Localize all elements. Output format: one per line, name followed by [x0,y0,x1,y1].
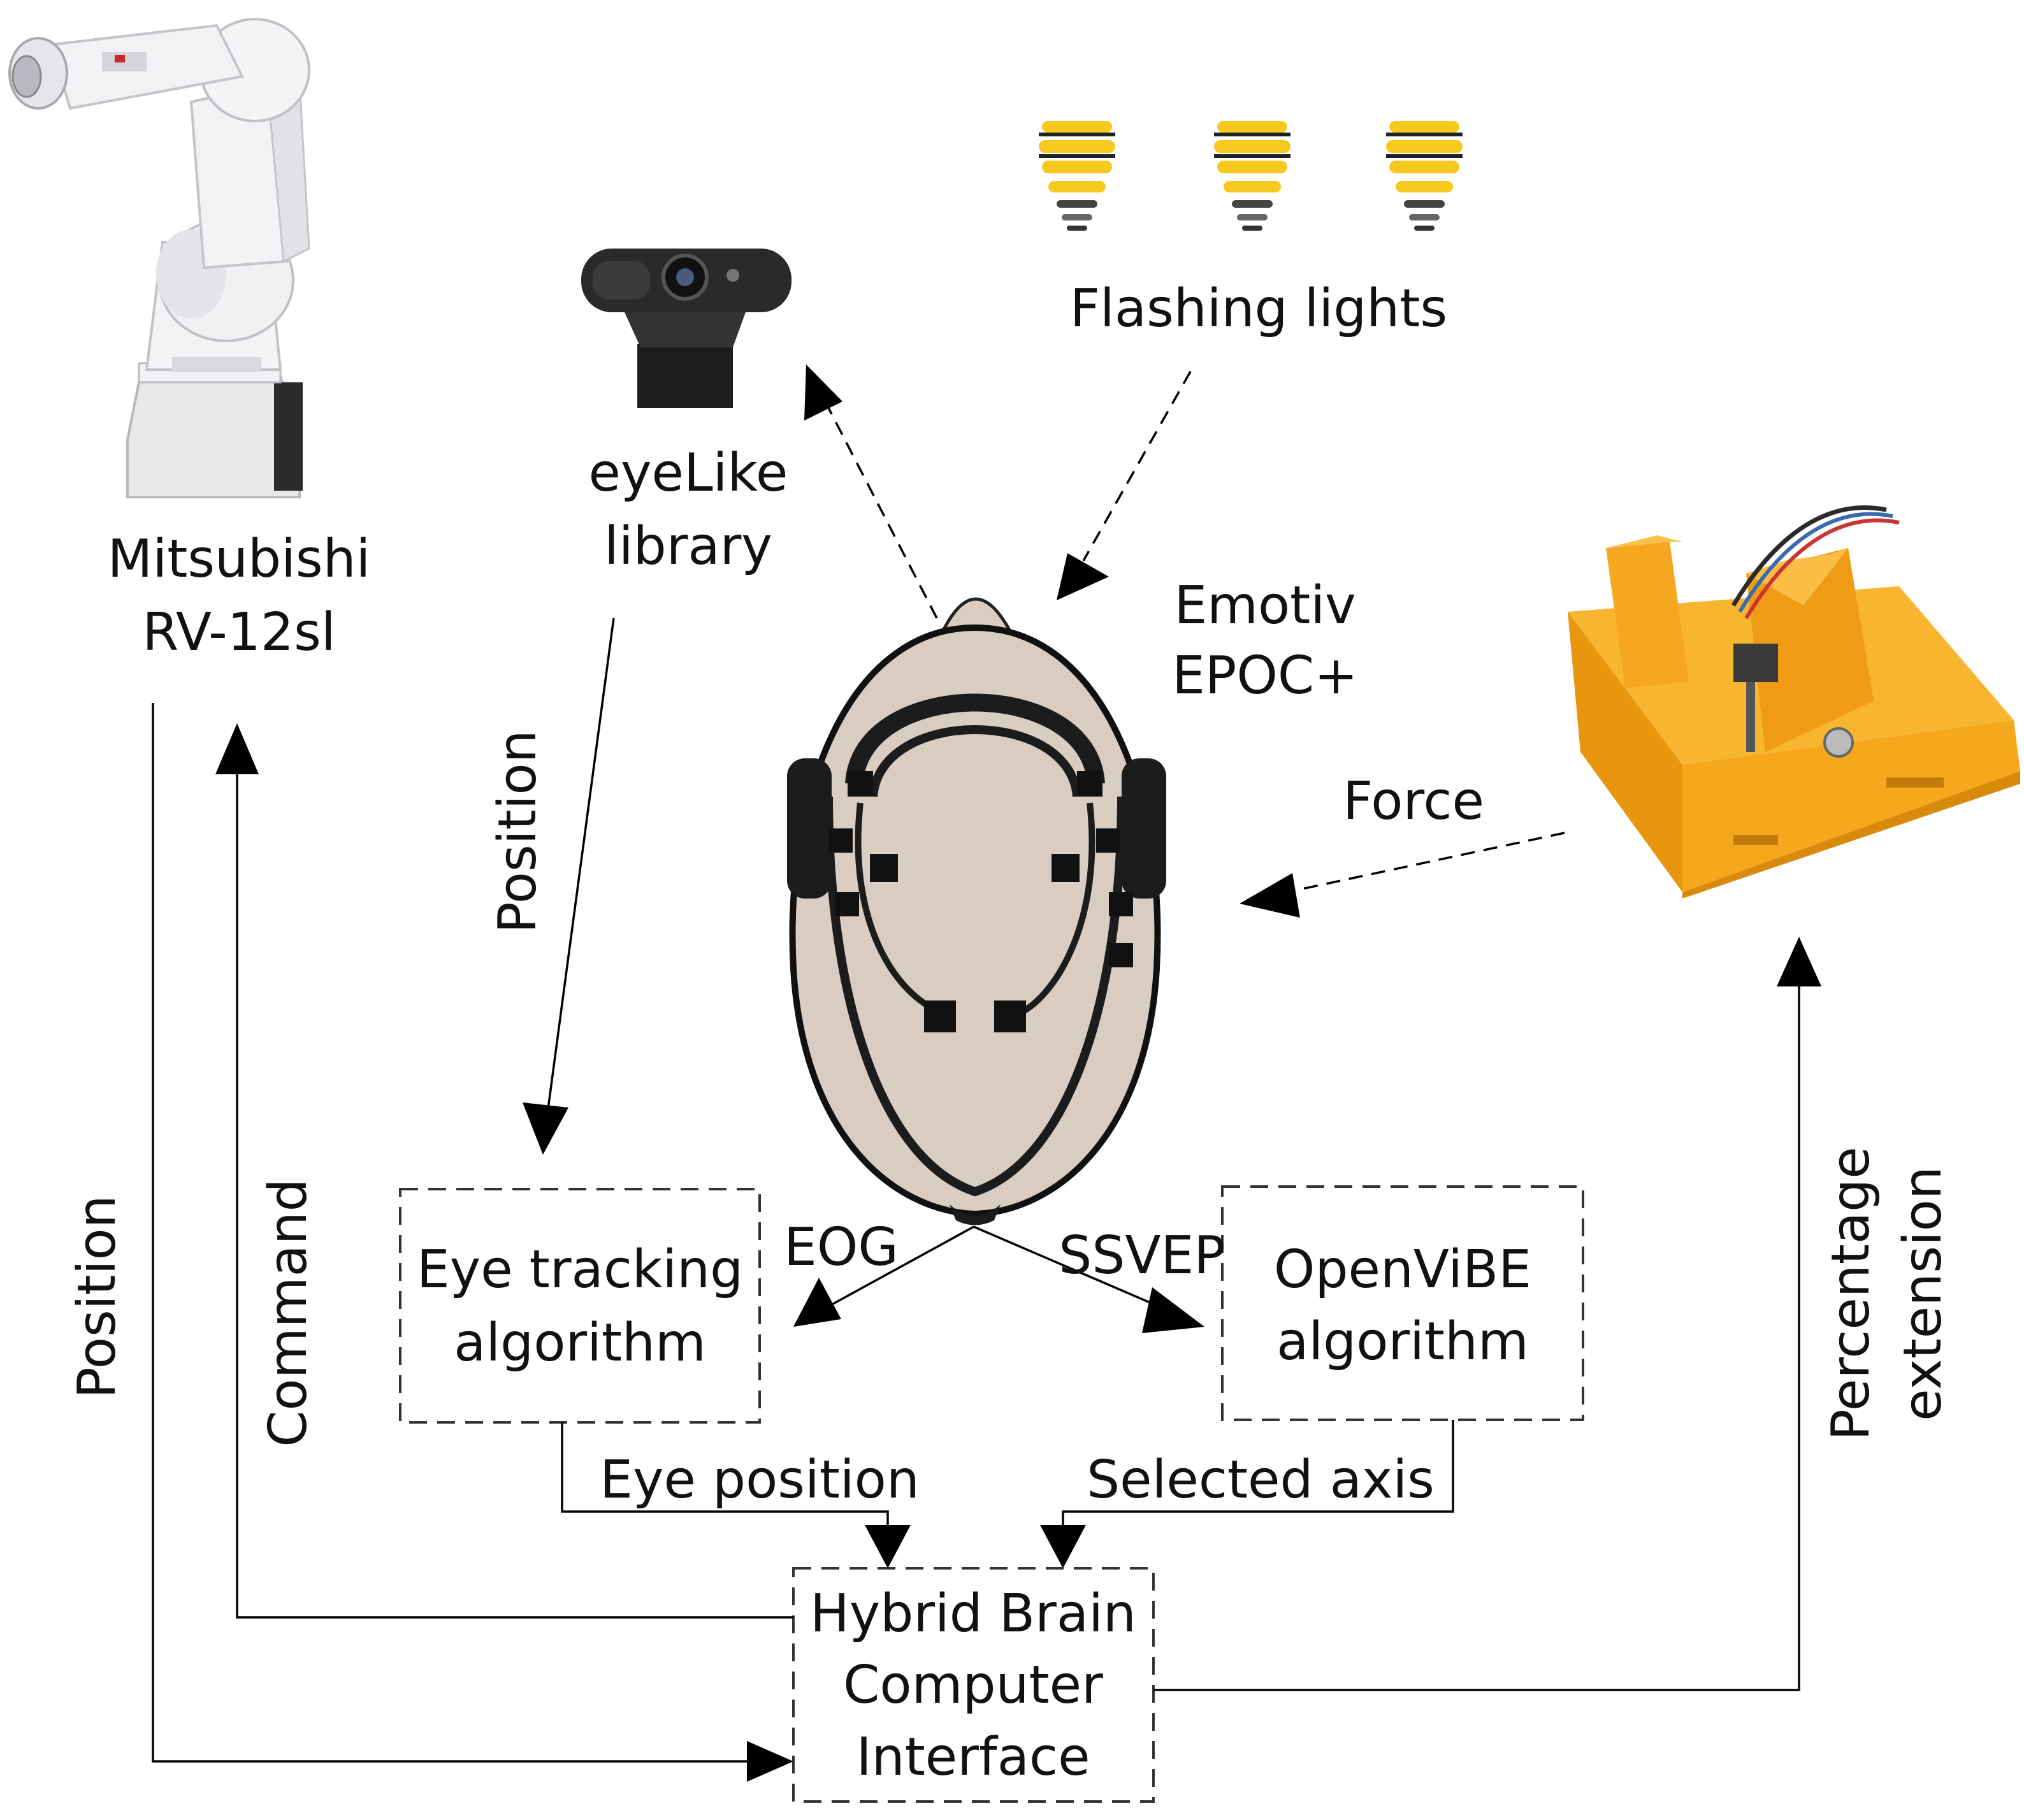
eeg-headset-icon [787,597,1166,1225]
flashing-light-icon [1039,121,1115,231]
percentage-extension-label-line1: Percentage [1821,1146,1881,1440]
eye-position-arrow [561,1422,911,1568]
hbci-label-line2: Computer [843,1655,1103,1715]
force-arrow [1240,832,1565,918]
headset-label-line1: Emotiv [1174,575,1355,636]
openvibe-box: OpenViBE algorithm [1221,1185,1584,1421]
eyelike-label-line1: eyeLike [589,443,788,503]
lights-to-headset-arrow [1057,371,1192,600]
eye-tracking-box: Eye tracking algorithm [399,1188,761,1424]
percentage-extension-label-line2: extension [1893,1166,1953,1421]
hbci-box: Hybrid Brain Computer Interface [792,1567,1155,1803]
robot-arm-icon [8,18,310,498]
percentage-extension-arrow [1153,937,1821,1691]
flashing-light-icon [1214,121,1290,231]
eyelike-position-label: Position [488,730,548,933]
robot-position-arrow [152,703,793,1782]
ssvep-arrow [973,1225,1204,1333]
robot-position-label: Position [67,1195,127,1398]
openvibe-label-line2: algorithm [1276,1311,1529,1372]
eog-arrow [793,1225,974,1327]
robot-label-line1: Mitsubishi [108,529,371,589]
ssvep-label: SSVEP [1059,1225,1225,1286]
robot-label-line2: RV-12sl [142,602,335,663]
actuator-icon [1568,505,2020,899]
eog-label: EOG [784,1217,899,1278]
eyelike-position-arrow [523,618,615,1155]
hbci-label-line3: Interface [856,1727,1090,1787]
webcam-icon [581,249,792,408]
robot-command-label: Command [258,1178,319,1447]
flashing-light-icon [1386,121,1463,231]
force-label: Force [1343,771,1484,832]
eyelike-label-line2: library [604,516,772,577]
eye-tracking-label-line1: Eye tracking [417,1239,743,1300]
robot-command-arrow [215,723,793,1619]
headset-to-webcam-arrow [804,365,938,619]
hbci-label-line1: Hybrid Brain [810,1584,1136,1644]
flashing-lights-label: Flashing lights [1070,278,1447,339]
eye-position-label: Eye position [600,1450,920,1510]
eye-tracking-label-line2: algorithm [454,1313,706,1373]
headset-label-line2: EPOC+ [1172,646,1358,706]
selected-axis-arrow [1040,1420,1454,1568]
openvibe-label-line1: OpenViBE [1274,1239,1531,1300]
selected-axis-label: Selected axis [1087,1450,1435,1510]
